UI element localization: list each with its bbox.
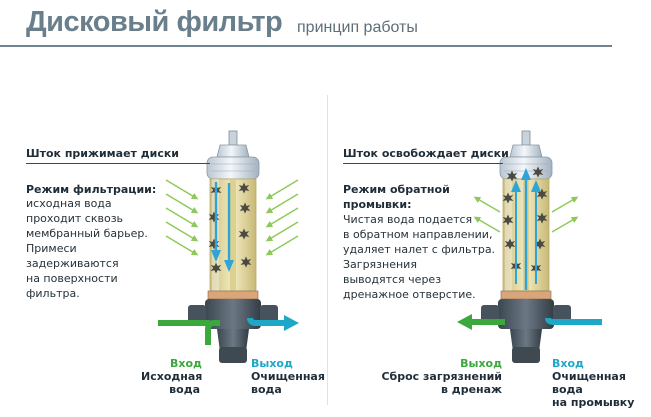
right-outlet-title: Выход: [460, 357, 502, 370]
left-inlet-label: Вход: [170, 357, 202, 370]
left-inlet-title: Вход: [170, 357, 202, 370]
right-heading: Шток освобождает диски: [343, 147, 509, 160]
left-filter-unit: [187, 130, 279, 364]
right-inlet-arrow: [545, 317, 602, 325]
page-title: Дисковый фильтр: [26, 6, 283, 38]
left-inlet-arrow: [158, 320, 220, 345]
left-heading: Шток прижимает диски: [26, 147, 180, 160]
right-outlet-text: Сброс загрязнений в дренаж: [381, 370, 502, 396]
left-heading-rule: [26, 163, 210, 164]
right-inlet-label: Вход: [552, 357, 584, 370]
left-outlet-text: Очищенная вода: [251, 370, 325, 396]
left-inlet-text: Исходная вода: [141, 370, 203, 396]
header-rule: [0, 45, 612, 47]
left-inflow-arrows: [165, 179, 299, 256]
left-outlet-arrow: [247, 315, 299, 331]
right-outlet-label: Выход: [460, 357, 502, 370]
right-heading-rule: [343, 163, 503, 164]
left-outlet-label: Выход: [251, 357, 293, 370]
left-mode-title: Режим фильтрации:: [26, 183, 157, 196]
left-outlet-title: Выход: [251, 357, 293, 370]
page-subtitle: принцип работы: [297, 19, 418, 36]
left-description: исходная вода проходит сквозь мембранный…: [26, 197, 148, 300]
left-down-arrows: [211, 182, 234, 272]
right-description: Чистая вода подается в обратном направле…: [343, 213, 496, 301]
right-outlet-arrow: [457, 314, 505, 330]
panel-divider: [327, 95, 328, 405]
right-mode-title: Режим обратной промывки:: [343, 183, 450, 211]
right-inlet-title: Вход: [552, 357, 584, 370]
right-up-arrows: [511, 168, 541, 290]
right-inlet-text: Очищенная вода на промывку: [552, 370, 635, 409]
right-outflow-arrows: [473, 196, 579, 233]
